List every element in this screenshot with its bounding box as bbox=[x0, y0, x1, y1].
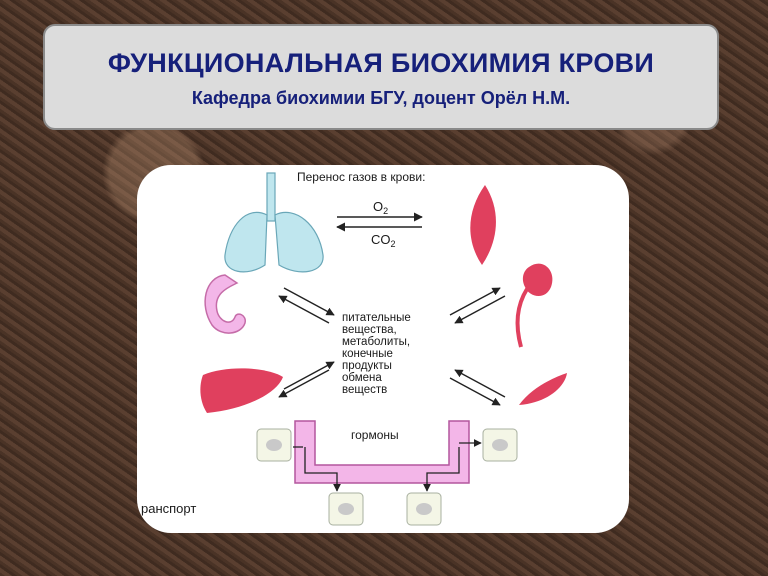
o2-label: O2 bbox=[373, 199, 388, 216]
hormones-label: гормоны bbox=[351, 428, 399, 442]
intestine-icon bbox=[205, 275, 245, 333]
page-title: ФУНКЦИОНАЛЬНАЯ БИОХИМИЯ КРОВИ bbox=[45, 48, 717, 79]
diagram-panel: Перенос газов в крови: O2 CO2 bbox=[137, 165, 629, 533]
kidney-icon bbox=[518, 264, 553, 347]
organ-icon bbox=[519, 373, 567, 405]
title-banner: ФУНКЦИОНАЛЬНАЯ БИОХИМИЯ КРОВИ Кафедра би… bbox=[43, 24, 719, 130]
center-label: питательные вещества, метаболиты, конечн… bbox=[342, 312, 414, 396]
liver-icon bbox=[200, 368, 283, 413]
blood-functions-diagram: Перенос газов в крови: O2 CO2 bbox=[137, 165, 629, 533]
muscle-icon bbox=[470, 185, 496, 265]
co2-label: CO2 bbox=[371, 232, 396, 249]
lungs-icon bbox=[225, 173, 323, 272]
page-subtitle: Кафедра биохимии БГУ, доцент Орёл Н.М. bbox=[45, 88, 717, 109]
gas-transport-title: Перенос газов в крови: bbox=[297, 170, 425, 184]
transport-label: ранспорт bbox=[141, 501, 196, 516]
